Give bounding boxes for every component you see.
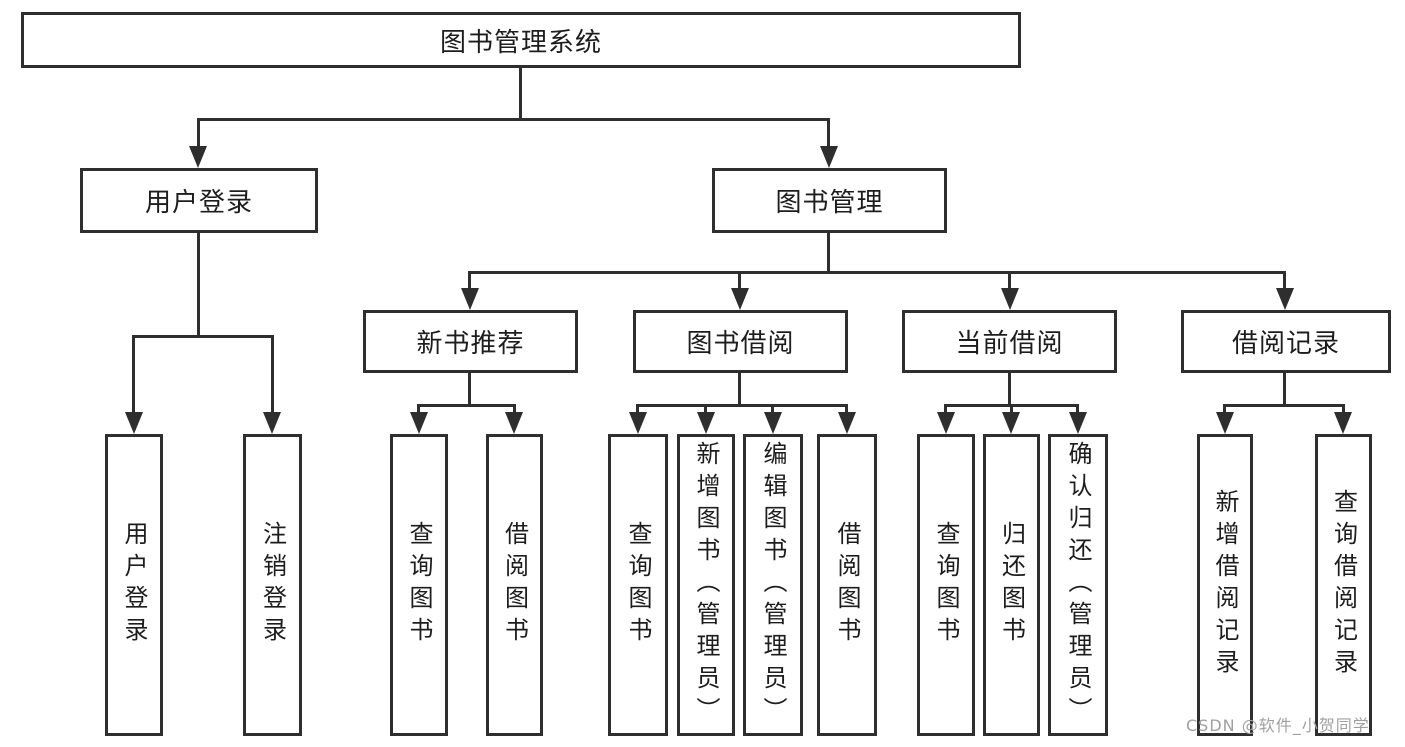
leaf-current-query-book: 查询图书 — [917, 434, 975, 736]
leaf-add-book-admin-label: 新增图书（管理员） — [692, 441, 720, 729]
arrowhead-records — [1276, 288, 1294, 310]
leaf-add-borrow-record-label: 新增借阅记录 — [1211, 489, 1239, 681]
node-borrow-records: 借阅记录 — [1181, 310, 1391, 373]
edge-to-borrow — [738, 271, 741, 293]
edge-recommend-split — [417, 404, 516, 407]
arrowhead-c-return — [1002, 412, 1020, 434]
edge-book-management-stub — [827, 230, 830, 273]
leaf-recommend-borrow-book: 借阅图书 — [486, 434, 543, 736]
node-root-library-system: 图书管理系统 — [21, 12, 1021, 68]
edge-current-stub — [1008, 372, 1011, 407]
edge-level3-split — [468, 271, 1286, 274]
leaf-confirm-return-admin: 确认归还（管理员） — [1048, 434, 1108, 736]
arrowhead-book-management — [820, 146, 838, 168]
edge-level2-split — [197, 118, 830, 121]
edge-recommend-stub — [468, 372, 471, 407]
leaf-recommend-borrow-book-label: 借阅图书 — [500, 521, 529, 649]
edge-to-b-edit — [771, 404, 774, 418]
leaf-logout-label: 注销登录 — [258, 521, 287, 649]
leaf-add-borrow-record: 新增借阅记录 — [1197, 434, 1253, 736]
leaf-return-book: 归还图书 — [983, 434, 1040, 736]
edge-borrow-split — [636, 404, 848, 407]
node-new-book-recommend: 新书推荐 — [363, 310, 578, 373]
node-user-login: 用户登录 — [80, 168, 318, 233]
leaf-borrow-book-label: 借阅图书 — [833, 521, 861, 649]
edge-to-c-query — [944, 404, 947, 418]
leaf-current-query-book-label: 查询图书 — [932, 521, 960, 649]
arrowhead-current — [1001, 288, 1019, 310]
edge-to-b-add — [704, 404, 707, 418]
edge-to-rec-query — [417, 404, 420, 418]
leaf-confirm-return-admin-label: 确认归还（管理员） — [1064, 441, 1092, 729]
leaf-borrow-query-book-label: 查询图书 — [624, 521, 652, 649]
leaf-query-borrow-record: 查询借阅记录 — [1315, 434, 1372, 736]
leaf-borrow-book: 借阅图书 — [817, 434, 877, 736]
leaf-recommend-query-book-label: 查询图书 — [405, 521, 433, 649]
edge-to-recommend — [468, 271, 471, 293]
csdn-watermark: CSDN @软件_小贺同学 — [1186, 716, 1370, 735]
edge-to-records — [1283, 271, 1286, 293]
arrowhead-recommend — [461, 288, 479, 310]
arrowhead-c-confirm — [1069, 412, 1087, 434]
leaf-query-borrow-record-label: 查询借阅记录 — [1329, 489, 1358, 681]
arrowhead-r-query — [1334, 412, 1352, 434]
edge-borrow-stub — [738, 372, 741, 407]
edge-to-r-query — [1342, 404, 1345, 418]
arrowhead-user-login — [189, 146, 207, 168]
edge-to-rec-borrow — [513, 404, 516, 418]
edge-records-split — [1223, 404, 1345, 407]
leaf-add-book-admin: 新增图书（管理员） — [677, 434, 735, 736]
node-book-borrow: 图书借阅 — [633, 310, 848, 373]
arrowhead-rec-query — [410, 412, 428, 434]
edge-to-c-confirm — [1076, 404, 1079, 418]
edge-to-leaf-user-login — [132, 335, 135, 415]
leaf-user-login-label: 用户登录 — [120, 521, 148, 649]
leaf-return-book-label: 归还图书 — [997, 521, 1026, 649]
arrowhead-b-add — [697, 412, 715, 434]
edge-to-leaf-logout — [271, 335, 274, 415]
edge-to-r-add — [1223, 404, 1226, 418]
edge-to-b-borrow — [845, 404, 848, 418]
arrowhead-b-borrow — [838, 412, 856, 434]
edge-to-c-return — [1010, 404, 1013, 418]
leaf-edit-book-admin: 编辑图书（管理员） — [743, 434, 803, 736]
edge-to-current — [1008, 271, 1011, 293]
leaf-logout: 注销登录 — [243, 434, 302, 736]
arrowhead-leaf-logout — [263, 412, 281, 434]
edge-to-b-query — [636, 404, 639, 418]
edge-root-stub — [519, 66, 522, 121]
edge-user-login-split — [132, 335, 274, 338]
leaf-recommend-query-book: 查询图书 — [390, 434, 448, 736]
edge-user-login-stub — [197, 230, 200, 337]
leaf-edit-book-admin-label: 编辑图书（管理员） — [759, 441, 787, 729]
arrowhead-borrow — [731, 288, 749, 310]
arrowhead-b-query — [629, 412, 647, 434]
leaf-user-login: 用户登录 — [105, 434, 163, 736]
edge-records-stub — [1283, 372, 1286, 407]
edge-to-book-management — [827, 118, 830, 148]
arrowhead-r-add — [1216, 412, 1234, 434]
leaf-borrow-query-book: 查询图书 — [608, 434, 668, 736]
arrowhead-c-query — [937, 412, 955, 434]
edge-to-user-login — [197, 118, 200, 148]
arrowhead-leaf-user-login — [125, 412, 143, 434]
node-book-management: 图书管理 — [712, 168, 947, 233]
node-current-borrow: 当前借阅 — [902, 310, 1117, 373]
arrowhead-b-edit — [764, 412, 782, 434]
arrowhead-rec-borrow — [505, 412, 523, 434]
